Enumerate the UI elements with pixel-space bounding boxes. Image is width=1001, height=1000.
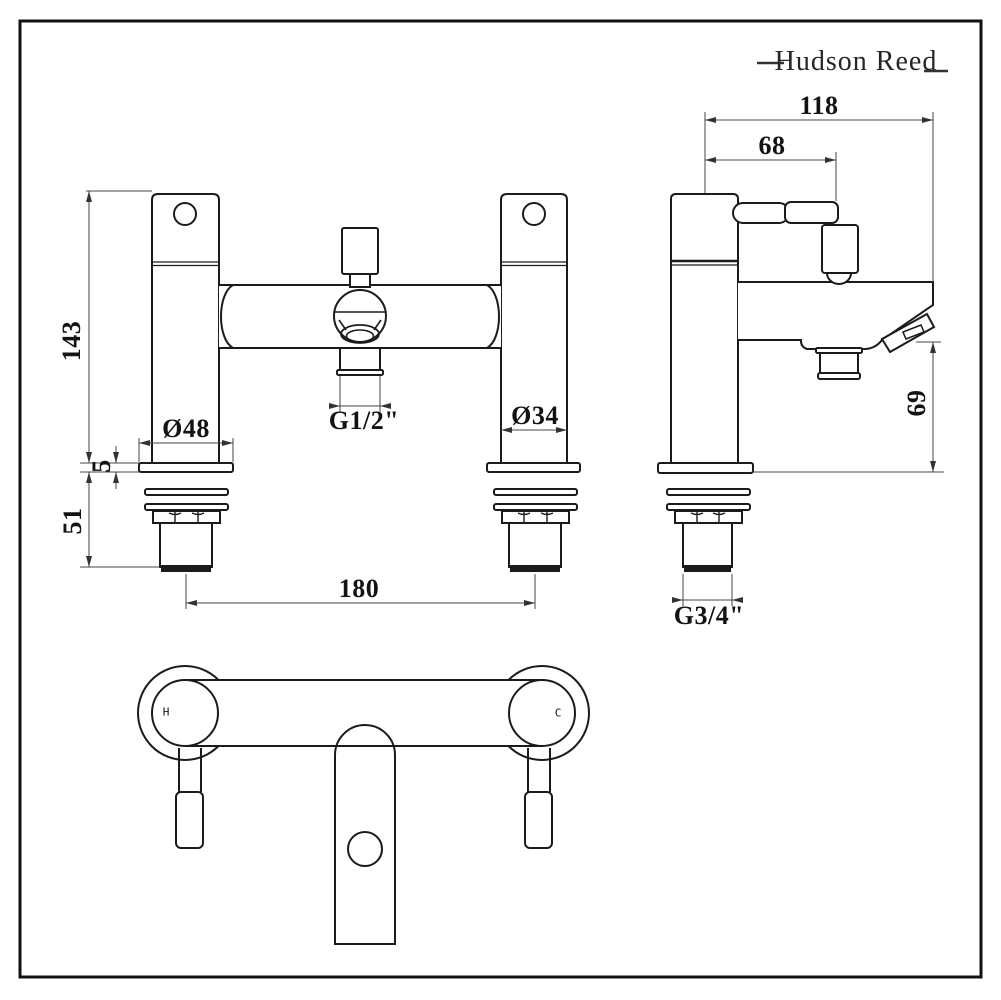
plan-left-handle-stem [178, 748, 202, 792]
front-left-base [138, 462, 234, 572]
plan-right-inner-circle [508, 679, 576, 747]
side-diverter-knob [821, 224, 859, 274]
side-handle-arm [732, 202, 790, 224]
side-diverter-neck [825, 272, 853, 285]
plan-diverter-port [347, 831, 383, 867]
front-right-base [486, 462, 581, 572]
front-hose-thread-lip [336, 369, 384, 376]
dimension-arrowheads [86, 117, 936, 606]
plan-right-handle-stem [527, 748, 551, 792]
dim-deck-thickness-label: 5 [87, 459, 116, 473]
front-view [138, 193, 581, 572]
cold-indicator-label: C [554, 706, 562, 720]
dim-inlet-thread-label: G3/4" [673, 601, 745, 630]
dim-depth-label: 118 [799, 91, 839, 120]
front-left-pillar [151, 193, 220, 463]
dim-body-diameter-label: Ø34 [511, 401, 559, 430]
side-body-fill [738, 282, 933, 349]
side-pillar [670, 193, 739, 463]
dim-spout-height-label: 69 [902, 389, 931, 417]
dim-tail-length-label: 51 [58, 507, 87, 535]
plan-spout [334, 724, 396, 945]
front-body-left-cap [220, 284, 234, 349]
plan-view [137, 665, 590, 945]
page-border [18, 19, 983, 979]
side-view [657, 193, 936, 572]
front-body-right-cap [486, 284, 500, 349]
plan-left-inner-circle [151, 679, 219, 747]
dim-handle-reach-label: 68 [758, 131, 786, 160]
side-hose-outlet-base [817, 372, 861, 380]
front-diverter-neck [349, 273, 371, 288]
side-spout-aerator [880, 312, 936, 354]
dimension-lines [80, 112, 944, 609]
front-left-handle-screw [173, 202, 197, 226]
side-spout-aerator-slot [902, 324, 925, 340]
dim-inlet-centres-label: 180 [338, 574, 380, 603]
front-hose-outlet-outer [340, 324, 380, 344]
plan-body-edges [185, 679, 542, 747]
dim-hose-thread-label: G1/2" [328, 406, 400, 435]
hot-indicator-label: H [162, 705, 170, 719]
dim-front-height-label: 143 [57, 320, 86, 362]
plan-left-handle-grip [175, 791, 204, 849]
plan-right-handle-grip [524, 791, 553, 849]
front-hose-outlet-inner [345, 329, 375, 343]
front-hose-thread [339, 347, 381, 372]
front-right-handle-screw [522, 202, 546, 226]
brand-name: Hudson Reed [774, 46, 938, 77]
side-base [657, 462, 754, 572]
dim-flange-diameter-label: Ø48 [162, 414, 210, 443]
side-hose-outlet [819, 352, 859, 375]
front-left-handle-split [152, 261, 219, 267]
front-right-pillar [500, 193, 568, 463]
front-diverter-knob [341, 227, 379, 275]
side-handle-grip [784, 201, 839, 224]
plan-body-fill [185, 681, 542, 745]
front-right-handle-split [501, 261, 567, 267]
